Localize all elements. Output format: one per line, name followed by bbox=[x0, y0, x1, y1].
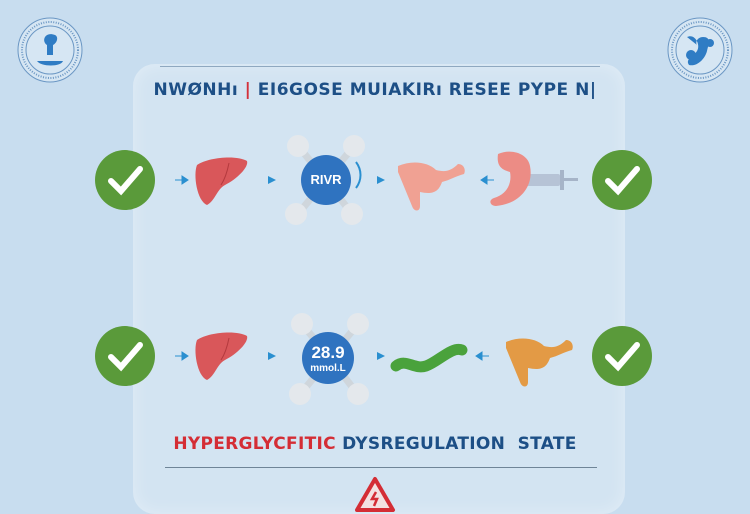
arrow-icon bbox=[268, 352, 276, 360]
arrow-icon bbox=[268, 176, 276, 184]
molecule-icon bbox=[289, 313, 369, 405]
arrow-icon bbox=[475, 351, 489, 361]
arrow-icon bbox=[377, 176, 385, 184]
title-right: EI6GOSE MUIAKIRı RESEE PYPE N| bbox=[257, 80, 597, 100]
check-icon bbox=[95, 326, 155, 386]
molecule-label: RIVR bbox=[310, 172, 342, 187]
seal-left-icon bbox=[17, 17, 83, 83]
glucose-value: 28.9 bbox=[311, 343, 345, 362]
arrow-icon bbox=[377, 352, 385, 360]
state-title-blue: DYSREGULATION STATE bbox=[342, 434, 577, 454]
check-icon bbox=[592, 326, 652, 386]
molecule-icon bbox=[285, 135, 365, 225]
state-title-red: HYPERGLYCFITIC bbox=[173, 434, 336, 454]
warning-icon bbox=[355, 477, 395, 512]
pancreas-icon bbox=[398, 162, 465, 211]
worm-icon bbox=[390, 343, 468, 373]
glucose-unit: mmol.L bbox=[310, 363, 346, 374]
title-separator: | bbox=[244, 80, 252, 100]
arrow-icon bbox=[175, 351, 189, 361]
check-icon bbox=[95, 150, 155, 210]
arrow-icon bbox=[175, 175, 189, 185]
state-title: HYPERGLYCFITIC DYSREGULATION STATE bbox=[0, 434, 750, 454]
divider-bottom bbox=[165, 467, 597, 468]
seal-right-icon bbox=[667, 17, 733, 83]
title-left: NWØNHı bbox=[153, 80, 239, 100]
main-panel bbox=[133, 64, 625, 514]
liver-icon bbox=[195, 157, 248, 205]
liver-icon bbox=[195, 332, 248, 380]
divider-top bbox=[160, 66, 600, 67]
page-title: NWØNHı | EI6GOSE MUIAKIRı RESEE PYPE N| bbox=[0, 80, 750, 100]
check-icon bbox=[592, 150, 652, 210]
arrow-icon bbox=[480, 175, 494, 185]
stomach-icon bbox=[490, 151, 531, 206]
pancreas-icon bbox=[506, 338, 573, 387]
